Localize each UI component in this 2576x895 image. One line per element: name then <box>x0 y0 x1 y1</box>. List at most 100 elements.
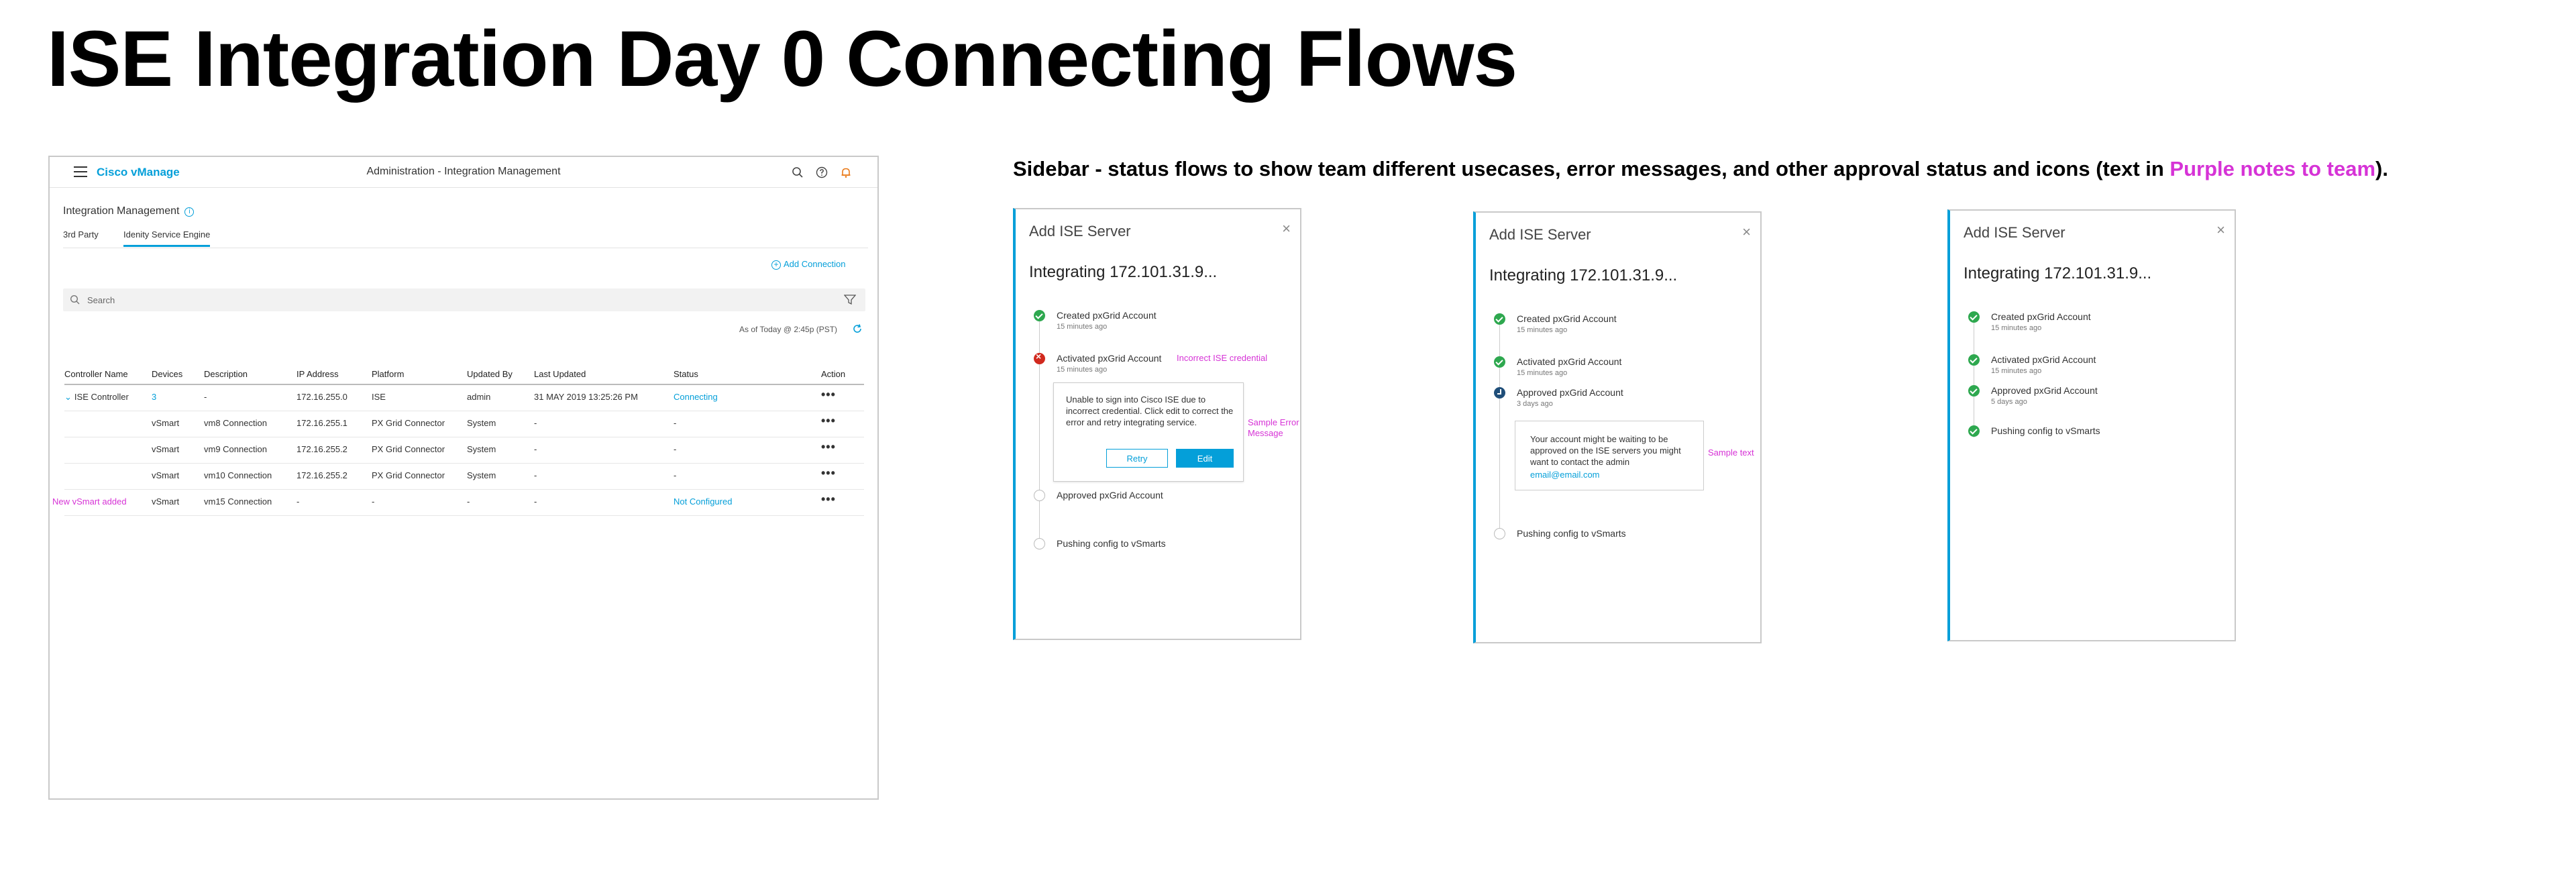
search-icon[interactable] <box>792 166 804 178</box>
controller-name-text: ISE Controller <box>74 392 129 402</box>
ip-cell: 172.16.255.1 <box>297 418 347 428</box>
edit-button[interactable]: Edit <box>1176 449 1234 468</box>
column-header[interactable]: Devices <box>152 369 183 379</box>
step-label: Approved pxGrid Account <box>1991 385 2098 396</box>
add-connection-button[interactable]: +Add Connection <box>771 259 846 270</box>
approval-info-box: Your account might be waiting to be appr… <box>1515 421 1704 490</box>
panel-title: Add ISE Server <box>1964 224 2065 241</box>
more-actions-icon[interactable]: ••• <box>821 466 836 480</box>
description-cell: vm10 Connection <box>204 470 272 480</box>
page-title: ISE Integration Day 0 Connecting Flows <box>47 15 1517 103</box>
description-cell: - <box>204 392 207 402</box>
timeline-line <box>1499 319 1500 533</box>
step-label: Pushing config to vSmarts <box>1517 528 1626 539</box>
devices-cell: vSmart <box>152 444 180 454</box>
step-time: 3 days ago <box>1517 400 1553 408</box>
updated-by-cell: System <box>467 444 496 454</box>
close-icon[interactable]: × <box>1282 220 1291 237</box>
column-header[interactable]: Status <box>674 369 698 379</box>
step-time: 15 minutes ago <box>1991 367 2042 375</box>
status-link[interactable]: Connecting <box>674 392 718 402</box>
approval-message: Your account might be waiting to be appr… <box>1530 434 1681 467</box>
step-time: 15 minutes ago <box>1057 366 1108 374</box>
more-actions-icon[interactable]: ••• <box>821 388 836 401</box>
panel-title: Add ISE Server <box>1029 223 1131 240</box>
tab-bar: 3rd Party Idenity Service Engine <box>63 229 868 248</box>
description-cell: vm9 Connection <box>204 444 267 454</box>
check-circle-icon <box>1034 310 1045 321</box>
incorrect-credential-note: Incorrect ISE credential <box>1177 353 1268 363</box>
devices-cell: vSmart <box>152 418 180 428</box>
column-header[interactable]: Action <box>821 369 846 379</box>
search-input[interactable] <box>87 293 758 307</box>
tab-identity-service-engine[interactable]: Idenity Service Engine <box>123 229 211 247</box>
updated-by-cell: - <box>467 496 470 507</box>
error-message: Unable to sign into Cisco ISE due to inc… <box>1066 394 1234 427</box>
step-label: Pushing config to vSmarts <box>1991 425 2100 436</box>
refresh-icon[interactable] <box>852 323 863 334</box>
search-bar[interactable] <box>63 288 865 311</box>
step-label: Activated pxGrid Account <box>1991 354 2096 365</box>
table-row[interactable]: vSmart vm10 Connection 172.16.255.2 PX G… <box>64 464 864 490</box>
table-row[interactable]: New vSmart added vSmart vm15 Connection … <box>52 490 864 516</box>
tab-3rd-party[interactable]: 3rd Party <box>63 229 99 240</box>
status-cell: - <box>674 418 677 428</box>
timeline-line <box>1039 315 1040 543</box>
ip-cell: 172.16.255.2 <box>297 444 347 454</box>
sidebar-caption: Sidebar - status flows to show team diff… <box>1013 157 2388 181</box>
column-header[interactable]: IP Address <box>297 369 339 379</box>
step-time: 5 days ago <box>1991 398 2027 406</box>
more-actions-icon[interactable]: ••• <box>821 414 836 427</box>
sample-error-note: Sample Error <box>1248 417 1299 427</box>
column-header[interactable]: Updated By <box>467 369 513 379</box>
table-row[interactable]: vSmart vm9 Connection 172.16.255.2 PX Gr… <box>64 437 864 464</box>
brand-logo[interactable]: Cisco vManage <box>97 166 180 178</box>
info-icon[interactable]: i <box>184 207 195 217</box>
empty-circle-icon <box>1494 528 1505 539</box>
add-ise-panel-pending: Add ISE Server × Integrating 172.101.31.… <box>1473 211 1762 643</box>
step-label: Created pxGrid Account <box>1057 310 1157 321</box>
admin-email-link[interactable]: email@email.com <box>1530 470 1600 480</box>
error-message-box: Unable to sign into Cisco ISE due to inc… <box>1053 382 1244 482</box>
step-time: 15 minutes ago <box>1991 324 2042 332</box>
close-icon[interactable]: × <box>1742 223 1751 240</box>
chevron-down-icon[interactable]: ⌄ <box>64 392 72 402</box>
help-icon[interactable] <box>816 166 828 178</box>
status-link[interactable]: Not Configured <box>674 496 733 507</box>
close-icon[interactable]: × <box>2216 221 2225 238</box>
top-bar: Cisco vManage Administration - Integrati… <box>50 157 877 188</box>
sample-text-note: Sample text <box>1708 448 1754 458</box>
integration-table: Controller Name Devices Description IP A… <box>52 364 864 516</box>
filter-icon[interactable] <box>844 295 856 305</box>
table-row[interactable]: vSmart vm8 Connection 172.16.255.1 PX Gr… <box>64 411 864 437</box>
controller-name[interactable]: ⌄ISE Controller <box>64 392 129 403</box>
table-row[interactable]: ⌄ISE Controller 3 - 172.16.255.0 ISE adm… <box>64 385 864 411</box>
devices-count-link[interactable]: 3 <box>152 392 157 402</box>
empty-circle-icon <box>1034 538 1045 549</box>
check-circle-icon <box>1494 356 1505 368</box>
add-ise-panel-error: Add ISE Server × Integrating 172.101.31.… <box>1013 208 1301 640</box>
bell-icon[interactable] <box>840 166 852 178</box>
more-actions-icon[interactable]: ••• <box>821 492 836 506</box>
last-updated-cell: - <box>534 418 537 428</box>
error-circle-icon <box>1034 351 1045 364</box>
retry-button[interactable]: Retry <box>1106 449 1168 468</box>
column-header[interactable]: Controller Name <box>64 369 128 379</box>
updated-by-cell: admin <box>467 392 491 402</box>
more-actions-icon[interactable]: ••• <box>821 440 836 454</box>
description-cell: vm8 Connection <box>204 418 267 428</box>
last-updated-cell: - <box>534 444 537 454</box>
sample-error-note-2: Message <box>1248 428 1283 438</box>
hamburger-icon[interactable] <box>74 166 87 177</box>
updated-by-cell: System <box>467 470 496 480</box>
platform-cell: - <box>372 496 375 507</box>
column-header[interactable]: Last Updated <box>534 369 586 379</box>
column-header[interactable]: Platform <box>372 369 405 379</box>
column-header[interactable]: Description <box>204 369 248 379</box>
devices-cell: vSmart <box>152 470 180 480</box>
status-cell: - <box>674 470 677 480</box>
caption-suffix: ). <box>2375 157 2388 180</box>
step-label: Created pxGrid Account <box>1991 311 2091 322</box>
step-label: Created pxGrid Account <box>1517 313 1617 324</box>
